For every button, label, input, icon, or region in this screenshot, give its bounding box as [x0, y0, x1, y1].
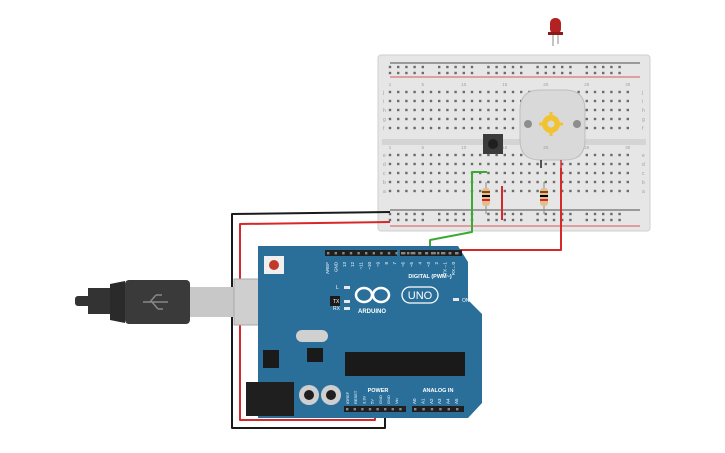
reset-button[interactable]: [269, 260, 279, 270]
arduino-logo-icon: [354, 286, 391, 304]
crystal: [296, 330, 328, 342]
wire-red-motor[interactable]: [448, 168, 562, 251]
wire-black-gnd[interactable]: [231, 211, 391, 429]
digital-header-pins: [327, 252, 459, 255]
resistor-2[interactable]: [540, 182, 548, 214]
push-button[interactable]: [483, 134, 503, 154]
usb-icon: [143, 294, 168, 310]
terminal-strip-bottom: [388, 153, 629, 193]
gear-icon: [539, 112, 563, 136]
power-rail-top: [388, 65, 621, 75]
wire-green[interactable]: [429, 171, 487, 250]
breadboard[interactable]: [377, 54, 651, 232]
power-header-pins: [346, 408, 459, 411]
arduino-board[interactable]: [246, 246, 482, 418]
red-led[interactable]: [548, 18, 563, 46]
resistor-1[interactable]: [482, 182, 490, 214]
dc-motor[interactable]: [519, 89, 586, 168]
atmega-chip: [345, 352, 465, 376]
